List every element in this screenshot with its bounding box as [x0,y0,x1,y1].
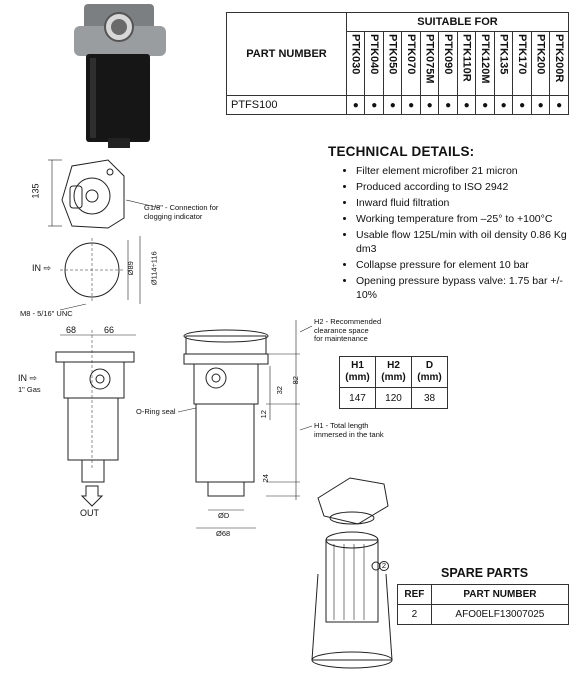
model-header-3: PTK070 [401,31,421,96]
model-label: PTK040 [368,34,381,75]
part-number-cell: PTFS100 [226,95,347,115]
dia-89-label: Ø89 [125,261,135,276]
technical-detail-item: Collapse pressure for element 10 bar [356,259,569,273]
suitable-mark: ● [475,95,495,115]
in-side-label: IN ⇨ [18,373,37,384]
model-label: PTK110R [460,34,473,82]
in-top-label: IN ⇨ [32,263,51,274]
in-side-text: IN [18,373,27,383]
spare-header-part-number: PART NUMBER [430,584,569,605]
technical-detail-item: Opening pressure bypass valve: 1.75 bar … [356,275,569,302]
technical-detail-item: Inward fluid filtration [356,197,569,211]
model-label: PTK075M [423,34,436,84]
dims-value-d: 38 [411,387,448,409]
model-label: PTK170 [516,34,529,75]
side-view [55,330,136,507]
m8-label: M8 - 5/16" UNC [20,309,73,318]
spare-ref-cell: 2 [397,604,432,625]
flange-view [59,236,141,311]
connection-label: G1/8" - Connection for clogging indicato… [144,203,219,221]
in-side-arrow-icon: ⇨ [29,373,38,383]
model-header-10: PTK200 [530,31,551,96]
callout-2: 2 [379,561,389,571]
dim-12-label: 12 [258,410,268,419]
spare-parts-table: REF PART NUMBER 2 AFO0ELF13007025 [397,584,569,625]
dims-value-h1: 147 [339,387,376,409]
in-arrow-icon: ⇨ [43,263,52,273]
in-gas-label: 1" Gas [18,385,41,394]
model-label: PTK200 [534,34,547,75]
model-label: PTK200R [553,34,566,83]
dims-header-h1: H1 (mm) [339,356,376,388]
h1-note: H1 - Total length immersed in the tank [314,421,384,439]
top-view [48,159,161,229]
dia-d-label: ØD [218,511,230,520]
technical-details-title: TECHNICAL DETAILS: [328,144,475,159]
model-label: PTK030 [349,34,362,75]
technical-detail-item: Produced according to ISO 2942 [356,181,569,195]
model-header-9: PTK170 [512,31,532,96]
h2-note: H2 - Recommended clearance space for mai… [314,317,382,343]
model-header-11: PTK200R [549,31,569,96]
dia-114-label: Ø114÷116 [149,251,159,286]
spare-parts-title: SPARE PARTS [441,566,529,580]
in-top-text: IN [32,263,41,273]
technical-detail-item: Working temperature from –25° to +100°C [356,213,569,227]
dim-135-label: 135 [30,183,41,199]
dim-68-label: 68 [66,325,77,335]
model-label: PTK050 [386,34,399,75]
dim-66-label: 66 [104,325,115,335]
technical-detail-item: Usable flow 125L/min with oil density 0.… [356,229,569,256]
model-label: PTK135 [497,34,510,75]
technical-details-list: Filter element microfiber 21 micronProdu… [342,165,569,305]
spare-header-ref: REF [397,584,432,605]
dims-header-d: D (mm) [411,356,448,388]
model-label: PTK090 [442,34,455,75]
dims-value-h2: 120 [375,387,412,409]
out-label: OUT [80,508,99,518]
suitable-mark: ● [549,95,569,115]
exploded-view [311,477,393,669]
dims-header-h2: H2 (mm) [375,356,412,388]
technical-detail-item: Filter element microfiber 21 micron [356,165,569,179]
model-label: PTK120M [479,34,492,84]
dia-68-label: Ø68 [216,529,231,538]
suitable-for-header: SUITABLE FOR [346,11,569,33]
dim-32-label: 32 [274,386,284,395]
spare-part-number-cell: AFO0ELF13007025 [430,604,569,625]
dim-82-label: 82 [290,376,300,385]
section-view [177,320,313,529]
suitable-mark: ● [530,95,551,115]
suitable-mark: ● [364,95,384,115]
dim-24-label: 24 [260,474,270,483]
model-label: PTK070 [405,34,418,75]
oring-label: O-Ring seal [136,407,176,416]
dimensions-table: H1 (mm) H2 (mm) D (mm) 147 120 38 [339,356,448,409]
